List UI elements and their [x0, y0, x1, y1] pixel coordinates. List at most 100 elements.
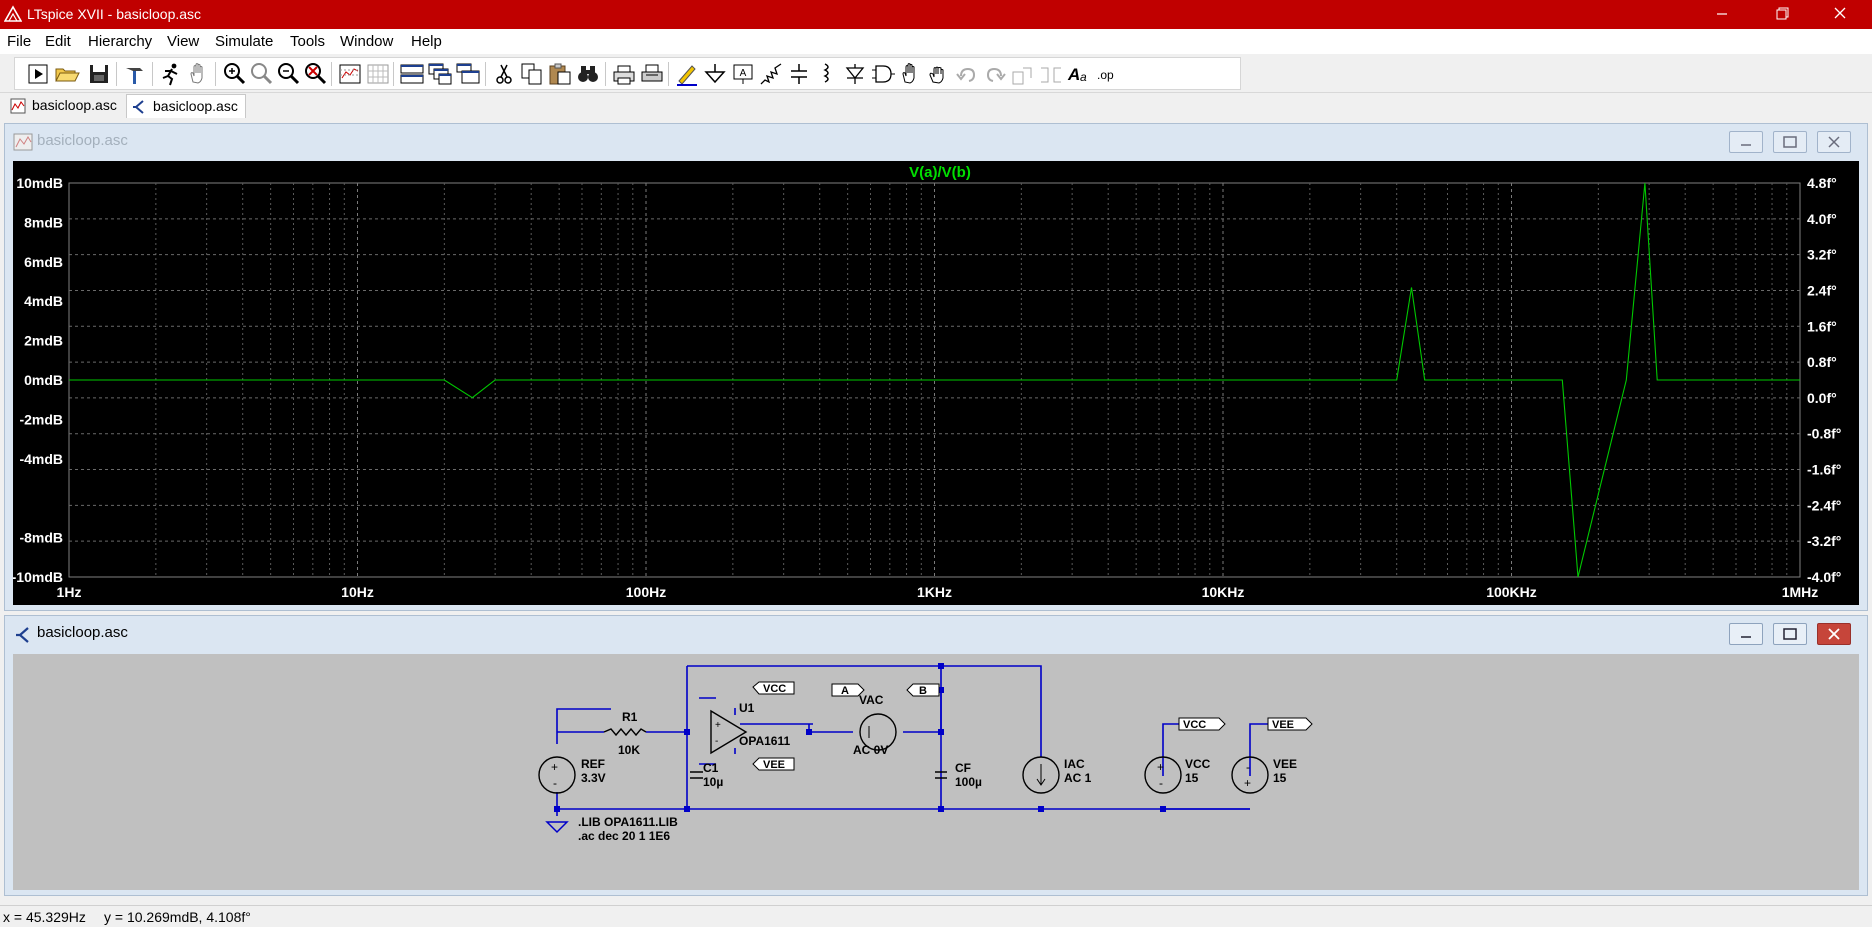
- y-tick-label: 6mdB: [24, 254, 63, 270]
- ground-symbol[interactable]: [545, 821, 569, 834]
- iac-source-symbol[interactable]: [1022, 756, 1060, 794]
- y2-tick-label: 1.6f°: [1807, 318, 1837, 334]
- redo-button[interactable]: [981, 60, 1009, 88]
- printer-icon: [641, 64, 663, 82]
- ref-source-symbol[interactable]: [538, 756, 576, 794]
- open-button[interactable]: [53, 60, 81, 88]
- move-hand-icon: [902, 63, 915, 84]
- spice-directives: .LIB OPA1611.LIB .ac dec 20 1 1E6: [578, 815, 678, 843]
- save-button[interactable]: [85, 60, 113, 88]
- plot-settings-button[interactable]: [364, 60, 392, 88]
- minimize-icon: [1741, 144, 1751, 146]
- zoom-full-button[interactable]: [247, 60, 275, 88]
- tab-waveform[interactable]: basicloop.asc: [4, 94, 126, 118]
- cf-value: 100µ: [955, 775, 982, 789]
- zoom-cancel-button[interactable]: [301, 60, 329, 88]
- zoom-in-button[interactable]: [220, 60, 248, 88]
- net-flag-vcc-2[interactable]: [1178, 717, 1226, 731]
- x-tick-label: 1Hz: [57, 584, 82, 600]
- zoom-out-button[interactable]: [274, 60, 302, 88]
- plot-close-button[interactable]: [1817, 131, 1851, 153]
- print-preview-button[interactable]: [610, 60, 638, 88]
- drag-button[interactable]: [925, 60, 953, 88]
- capacitor-c1-symbol[interactable]: [690, 771, 703, 779]
- menu-simulate[interactable]: Simulate: [215, 33, 274, 50]
- draw-wire-button[interactable]: [673, 60, 701, 88]
- schematic-maximize-button[interactable]: [1773, 623, 1807, 645]
- restore-icon: [1776, 7, 1789, 20]
- undo-button[interactable]: [953, 60, 981, 88]
- copy-button[interactable]: [518, 60, 546, 88]
- c1-value: 10µ: [703, 775, 723, 789]
- menu-window[interactable]: Window: [340, 33, 394, 50]
- tab-schematic[interactable]: basicloop.asc: [126, 94, 246, 118]
- autorange-icon: [339, 64, 361, 84]
- control-panel-button[interactable]: [121, 60, 149, 88]
- ground-button[interactable]: [701, 60, 729, 88]
- label-net-button[interactable]: A: [729, 60, 757, 88]
- vee-source-symbol[interactable]: [1231, 756, 1269, 794]
- cut-button[interactable]: [490, 60, 518, 88]
- vac-source-symbol[interactable]: [859, 713, 897, 751]
- toolbar-separator: [668, 62, 669, 86]
- vcc-source-symbol[interactable]: [1144, 756, 1182, 794]
- net-flag-b[interactable]: [906, 683, 940, 697]
- run-button[interactable]: [25, 60, 53, 88]
- diode-button[interactable]: [841, 60, 869, 88]
- net-flag-vee[interactable]: [752, 757, 795, 771]
- trace-label[interactable]: V(a)/V(b): [909, 164, 971, 181]
- menu-hierarchy[interactable]: Hierarchy: [88, 33, 153, 50]
- pan-button[interactable]: [185, 60, 213, 88]
- schematic-close-button[interactable]: [1817, 623, 1851, 645]
- svg-text:a: a: [1080, 70, 1087, 84]
- y2-tick-label: -0.8f°: [1807, 426, 1841, 442]
- spice-directive-button[interactable]: .op: [1093, 60, 1121, 88]
- paste-button[interactable]: [546, 60, 574, 88]
- capacitor-cf-symbol[interactable]: [935, 771, 947, 779]
- net-flag-a[interactable]: [831, 683, 865, 697]
- net-flag-vcc[interactable]: [752, 681, 795, 695]
- menu-file[interactable]: File: [7, 33, 32, 50]
- print-button[interactable]: [638, 60, 666, 88]
- restore-button[interactable]: [1760, 0, 1804, 29]
- move-button[interactable]: [897, 60, 925, 88]
- capacitor-button[interactable]: [785, 60, 813, 88]
- tile-horizontal-icon: [400, 64, 424, 84]
- inductor-button[interactable]: [813, 60, 841, 88]
- schematic-minimize-button[interactable]: [1729, 623, 1763, 645]
- opamp-u1-symbol[interactable]: [710, 709, 748, 755]
- resistor-button[interactable]: [757, 60, 785, 88]
- net-flag-vee-2[interactable]: [1267, 717, 1313, 731]
- cursor-y-readout: y = 10.269mdB, 4.108f°: [104, 909, 251, 925]
- menu-edit[interactable]: Edit: [45, 33, 71, 50]
- svg-text:+: +: [551, 760, 558, 774]
- plot-maximize-button[interactable]: [1773, 131, 1807, 153]
- schematic-canvas[interactable]: + - + - + - - + VCC VEE A B VCC VEE: [13, 654, 1859, 890]
- minimize-icon: [1717, 13, 1727, 15]
- menu-tools[interactable]: Tools: [290, 33, 326, 50]
- close-button[interactable]: [1818, 0, 1862, 29]
- y2-tick-label: 2.4f°: [1807, 282, 1837, 298]
- directive-ac[interactable]: .ac dec 20 1 1E6: [578, 829, 670, 843]
- directive-lib[interactable]: .LIB OPA1611.LIB: [578, 815, 678, 829]
- minimize-button[interactable]: [1700, 0, 1744, 29]
- menu-view[interactable]: View: [167, 33, 200, 50]
- autorange-button[interactable]: [336, 60, 364, 88]
- halt-button[interactable]: [157, 60, 185, 88]
- menu-help[interactable]: Help: [411, 33, 442, 50]
- plot-minimize-button[interactable]: [1729, 131, 1763, 153]
- component-button[interactable]: [869, 60, 897, 88]
- cascade-button[interactable]: [426, 60, 454, 88]
- svg-text:-: -: [715, 736, 718, 747]
- resistor-r1-symbol[interactable]: [603, 727, 647, 737]
- mirror-button[interactable]: [1037, 60, 1065, 88]
- copy-icon: [521, 63, 542, 85]
- rotate-button[interactable]: [1009, 60, 1037, 88]
- find-button[interactable]: [574, 60, 602, 88]
- tile-horizontal-button[interactable]: [398, 60, 426, 88]
- schematic-drawing: + - + - + - - + VCC VEE A B VCC VEE: [538, 663, 1313, 843]
- tile-vertical-button[interactable]: [454, 60, 482, 88]
